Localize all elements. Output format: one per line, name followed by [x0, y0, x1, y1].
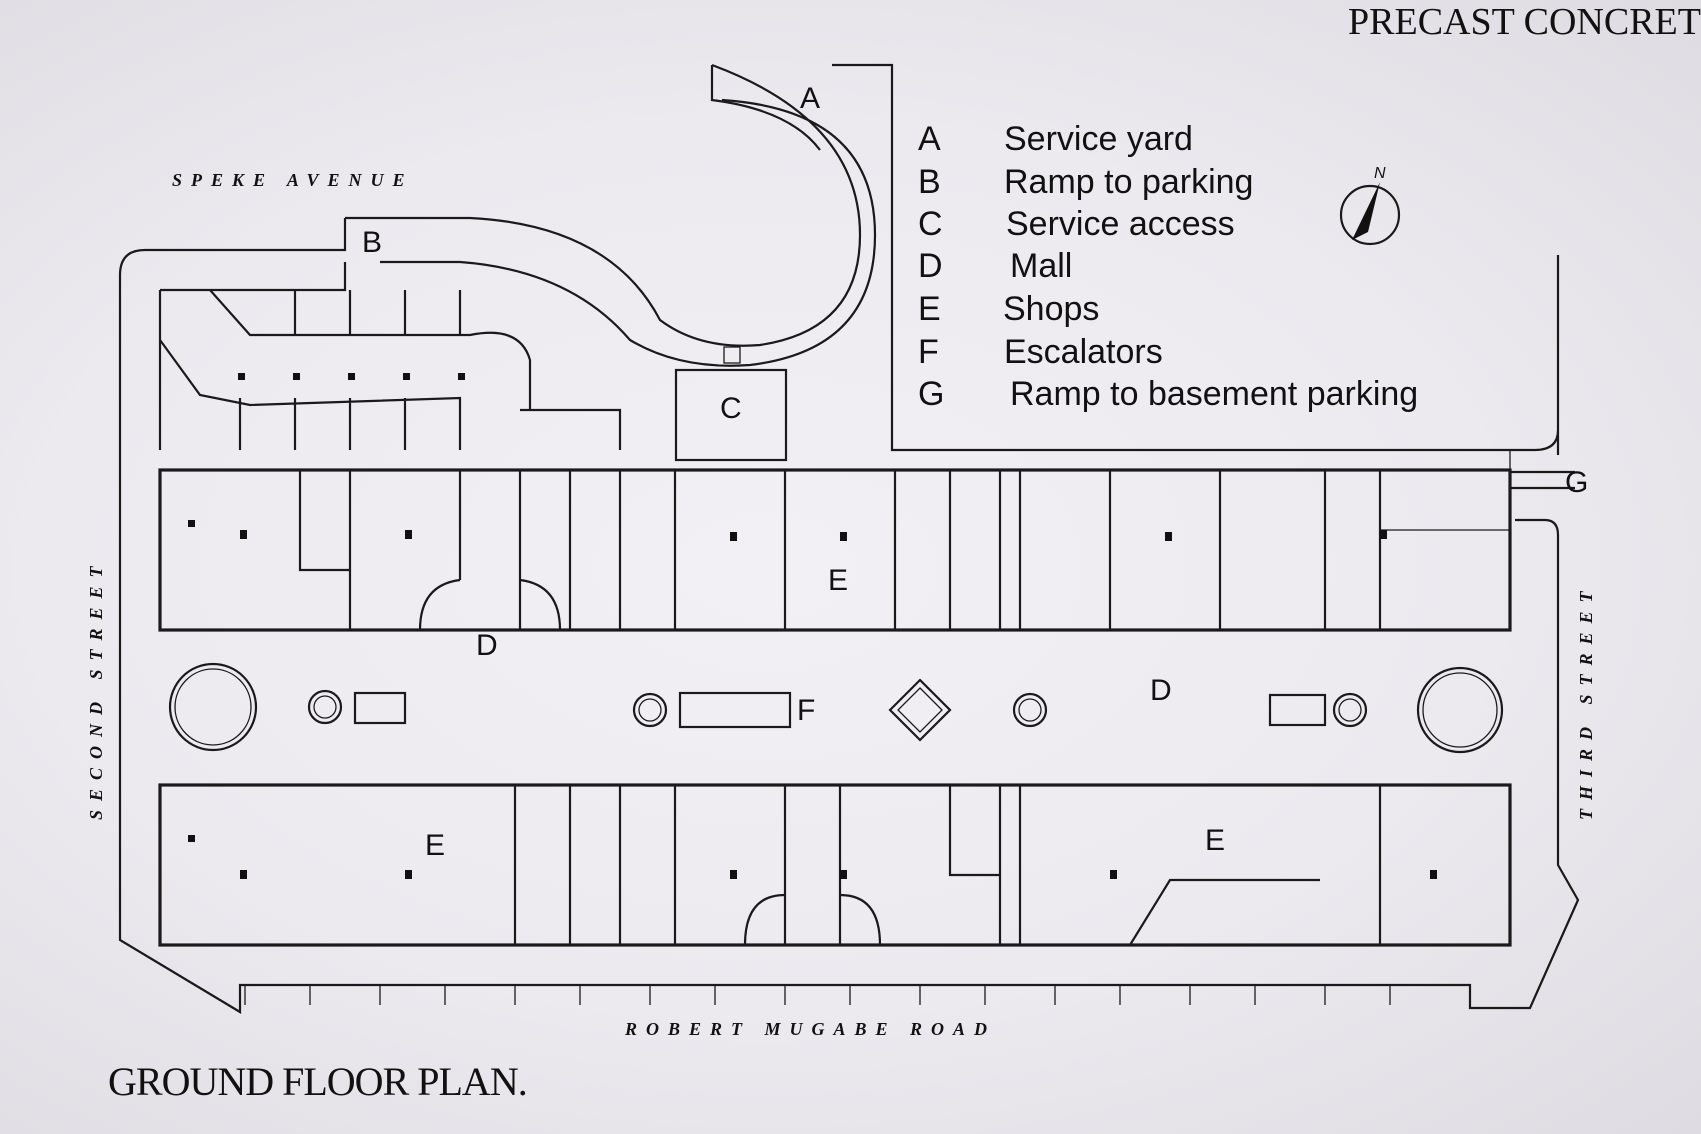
north-west-block [158, 262, 622, 450]
legend-text-b: Ramp to parking [1004, 163, 1253, 201]
legend-text-f: Escalators [1004, 333, 1163, 371]
north-arrow-circle [1339, 184, 1401, 246]
north-arrow-label: N [1374, 165, 1386, 182]
plan-label-e2: E [425, 829, 445, 862]
legend-key-d: D [918, 247, 943, 285]
north-arrow: N [1339, 165, 1401, 246]
plan-label-d2: D [1150, 674, 1172, 707]
legend: A Service yard B Ramp to parking C Servi… [918, 120, 1418, 413]
site-boundary [118, 63, 1580, 1014]
mall-entry-curve-bl [743, 893, 786, 946]
legend-key-f: F [918, 333, 939, 371]
north-shop-partitions [298, 470, 1382, 630]
plan-label-f: F [797, 694, 815, 727]
plan-label-c: C [720, 392, 742, 425]
plan-label-a: A [800, 82, 820, 115]
legend-key-g: G [918, 375, 944, 413]
legend-text-g: Ramp to basement parking [1010, 375, 1418, 413]
plan-label-b: B [362, 226, 382, 259]
street-east: THIRD STREET [1576, 582, 1596, 820]
columns [188, 373, 1437, 879]
street-north: SPEKE AVENUE [172, 170, 414, 190]
legend-key-a: A [918, 120, 941, 158]
service-yard-curve [710, 65, 821, 151]
ramp-b-outer [345, 63, 862, 347]
legend-key-e: E [918, 290, 941, 328]
mall-entry-curve-left [418, 578, 461, 631]
service-block-c [674, 368, 788, 462]
street-south: ROBERT MUGABE ROAD [624, 1019, 996, 1039]
legend-text-e: Shops [1003, 290, 1099, 328]
legend-text-c: Service access [1006, 205, 1235, 243]
road-ticks [244, 985, 1391, 1005]
legend-key-c: C [918, 205, 943, 243]
mall-features [168, 662, 1504, 754]
street-west: SECOND STREET [86, 557, 106, 820]
g-ramp [1510, 470, 1575, 490]
service-core [723, 346, 741, 364]
legend-text-a: Service yard [1004, 120, 1193, 158]
plan-label-g: G [1565, 466, 1588, 499]
g-ramp-core [1380, 449, 1511, 531]
north-arrow-icon [1352, 182, 1380, 240]
plan-label-d1: D [476, 629, 498, 662]
mall-entry-curve-right [519, 578, 562, 631]
plan-label-e3: E [1205, 824, 1225, 857]
south-shop-partitions [513, 785, 1382, 946]
legend-key-b: B [918, 163, 941, 201]
ramp-b-inner [380, 98, 877, 367]
north-shop-row [158, 468, 1512, 632]
plan-label-e1: E [828, 564, 848, 597]
south-shop-row [158, 783, 1512, 947]
plan-caption: GROUND FLOOR PLAN. [108, 1059, 527, 1104]
legend-text-d: Mall [1010, 247, 1072, 285]
header-title: PRECAST CONCRETE [1348, 1, 1701, 43]
mall-entry-curve-br [839, 893, 882, 946]
